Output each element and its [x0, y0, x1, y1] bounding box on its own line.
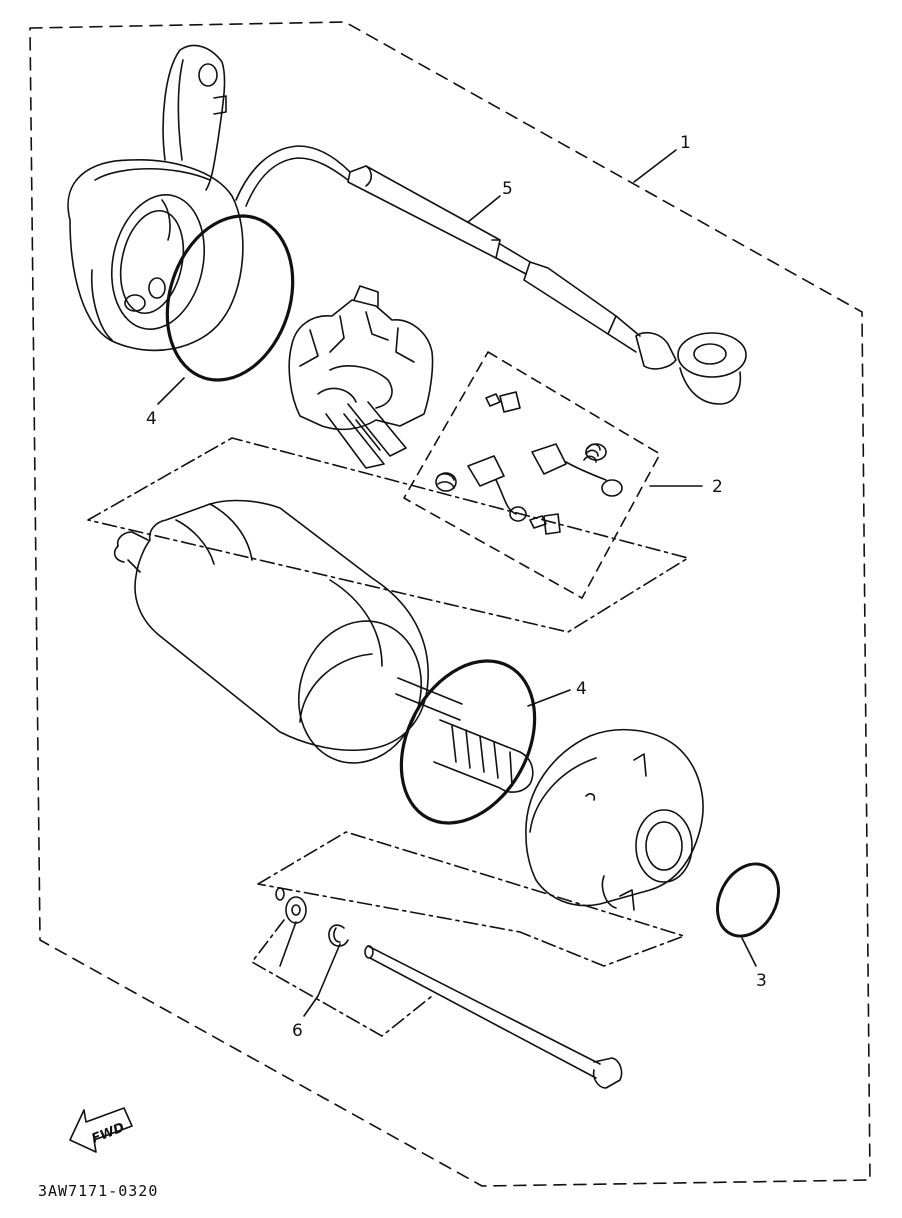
through-bolt [364, 945, 623, 1089]
callout-5: 5 [502, 179, 513, 199]
callout-3: 3 [756, 971, 767, 991]
yoke-housing [113, 499, 463, 764]
callout-1: 1 [680, 133, 691, 153]
rear-cover [67, 44, 244, 352]
front-cover [525, 728, 704, 911]
front-cover-boundary [257, 831, 685, 967]
leader-3 [741, 937, 757, 967]
washer-set [275, 887, 349, 947]
leader-4b [527, 689, 571, 707]
callout-6: 6 [292, 1021, 303, 1041]
drive-gear-shaft [433, 719, 534, 793]
leader-4a [157, 377, 185, 405]
leader-5 [467, 195, 501, 223]
leader-6a [279, 921, 297, 967]
washer-set-bracket [251, 919, 433, 1037]
leader-6b [303, 943, 341, 1017]
fwd-label: FWD [90, 1120, 127, 1147]
callout-4-front: 4 [576, 679, 587, 699]
o-ring-front [399, 659, 537, 825]
part-code: 3AW7171-0320 [38, 1182, 158, 1200]
brush-set-boundary [403, 351, 661, 599]
callout-4-rear: 4 [146, 409, 157, 429]
fwd-arrow-icon [69, 1107, 133, 1153]
o-ring-rear [165, 214, 295, 382]
o-ring-small [716, 862, 780, 938]
brush-holder-boundary [87, 437, 689, 633]
leader-1 [633, 149, 677, 183]
lead-wire [235, 145, 747, 405]
brush-set [435, 391, 623, 535]
callout-2: 2 [712, 477, 723, 497]
assembly-boundary [29, 21, 871, 1187]
brush-holder [288, 285, 434, 469]
